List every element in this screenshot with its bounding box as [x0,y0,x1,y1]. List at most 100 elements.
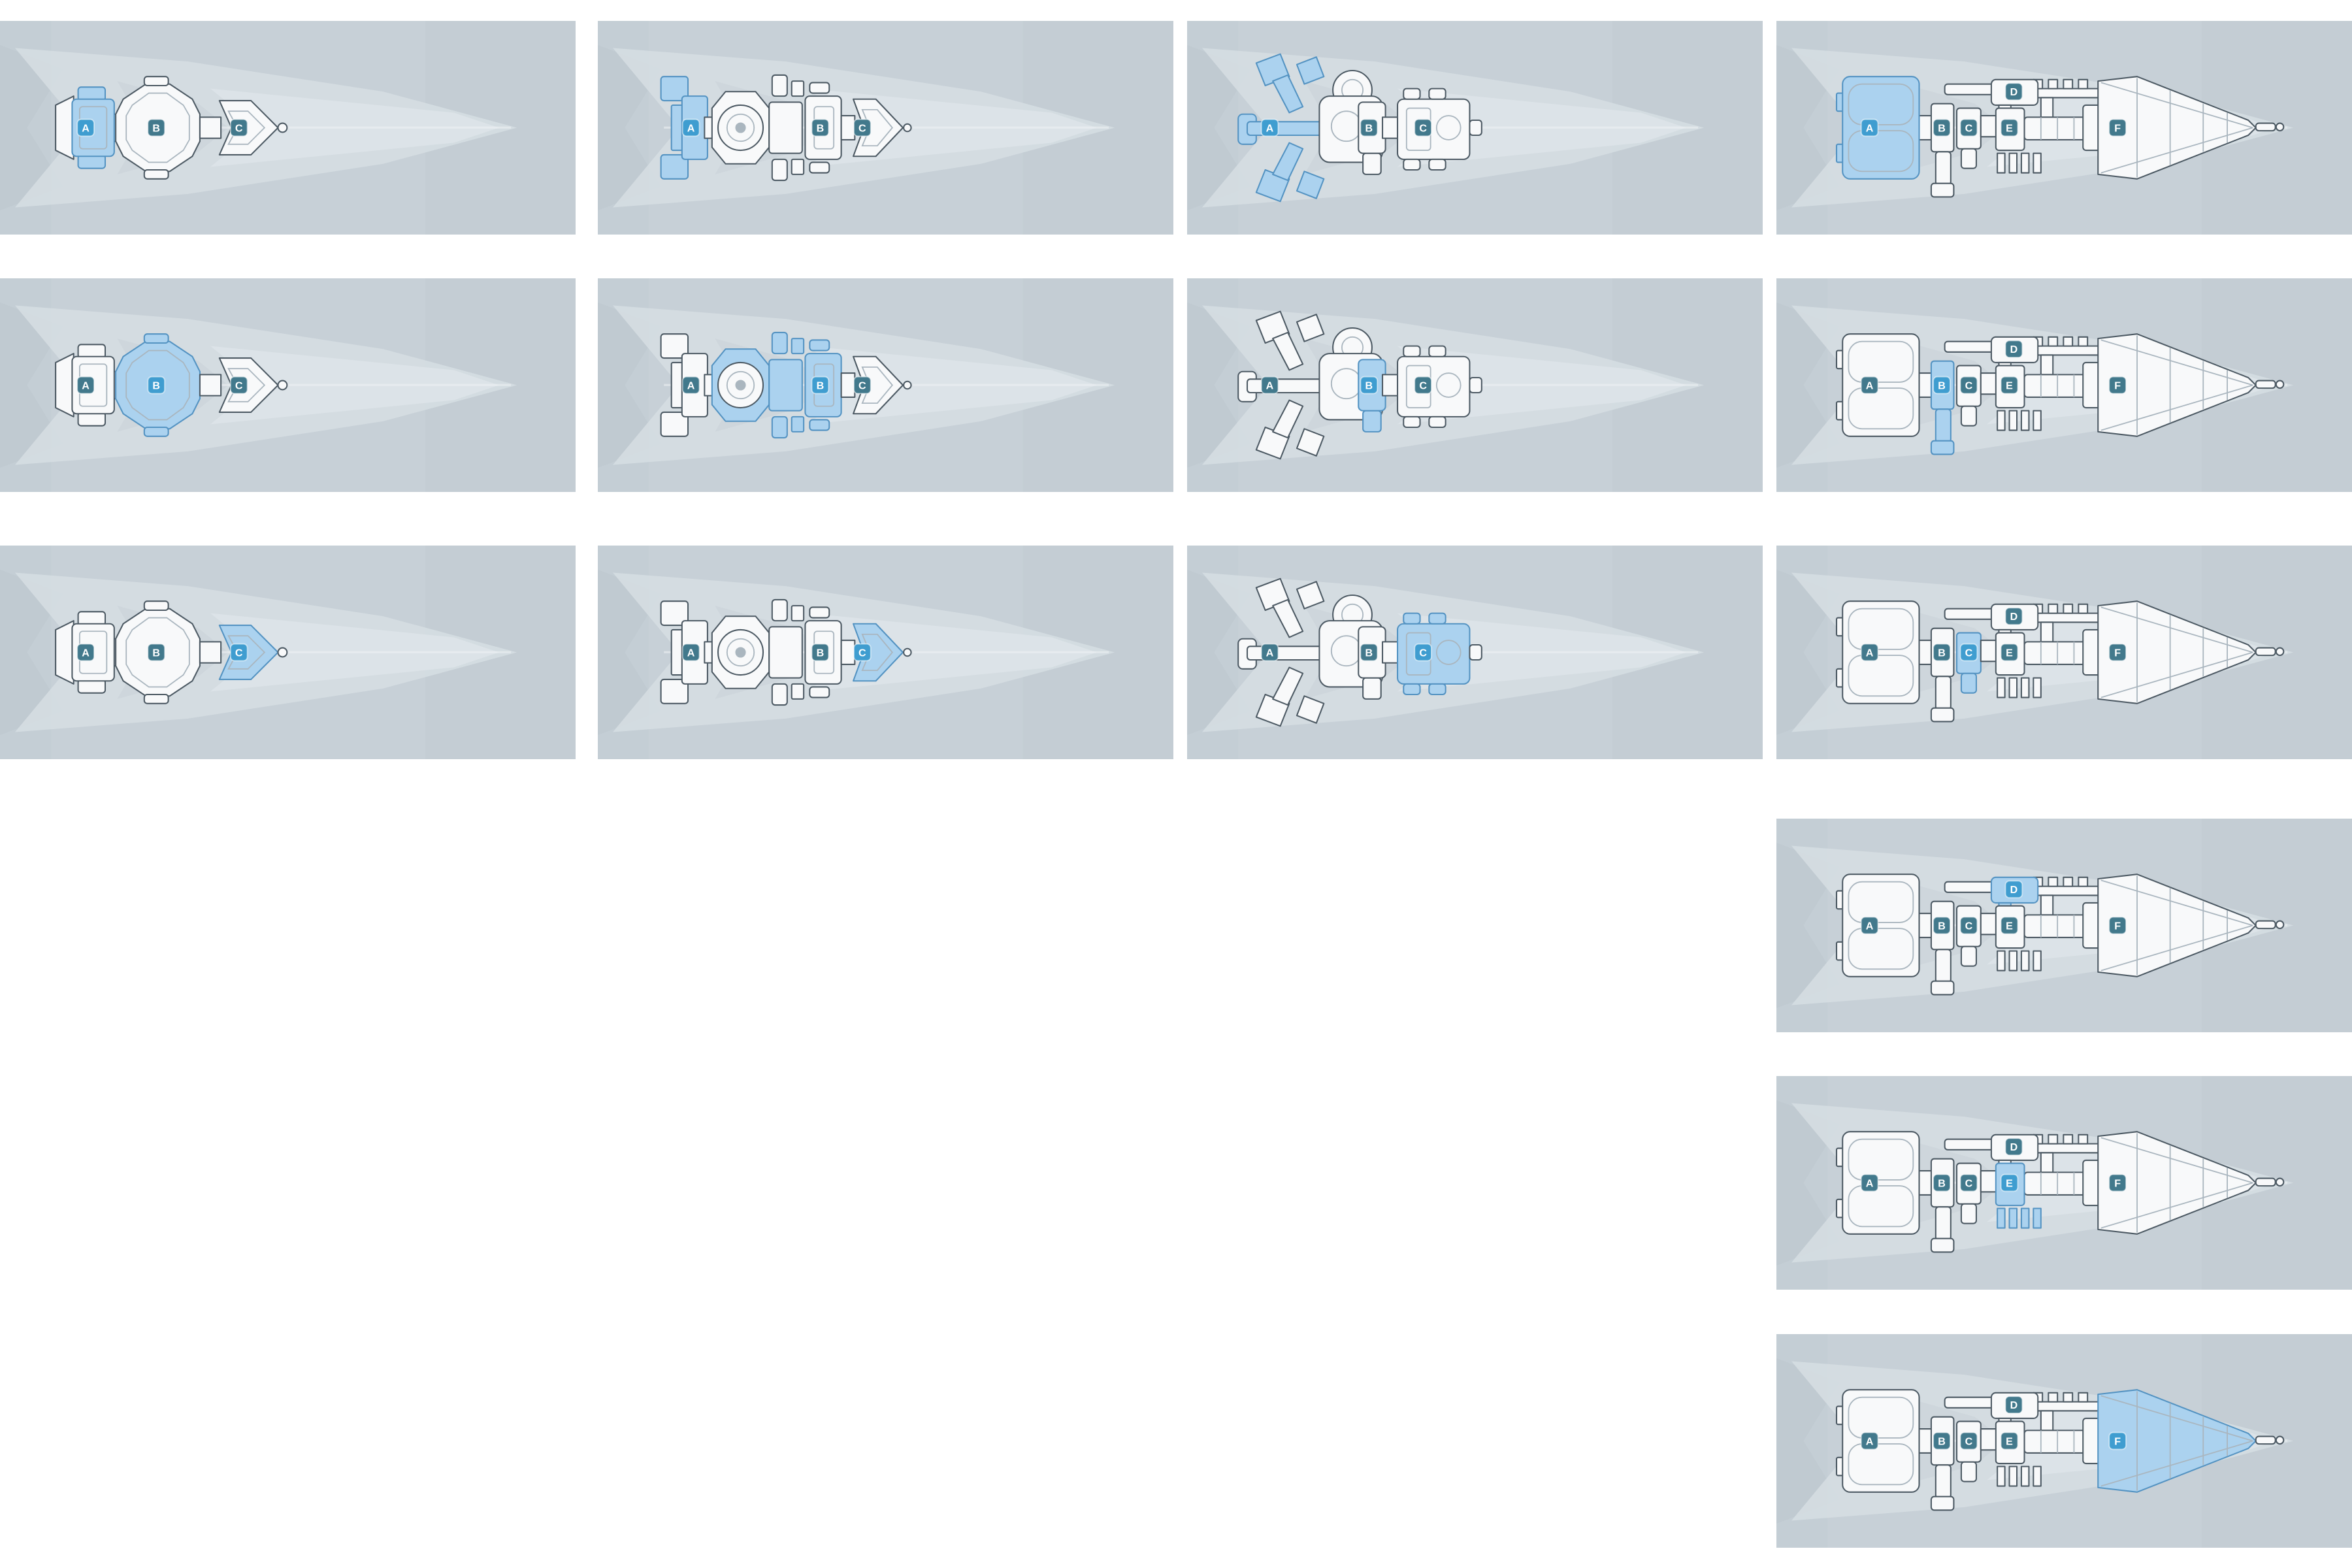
ship-panel-ship2-section-C: A B C [598,546,1173,759]
ship-section-B-highlighted [768,359,803,412]
ship-section-C-highlighted [1403,612,1421,625]
section-badge-C: C [1959,1173,1978,1192]
section-badge-letter: A [1866,122,1874,134]
section-badge-F: F [2108,118,2127,137]
section-badge-letter: A [1266,122,1274,134]
ship-section-B [771,158,788,182]
section-badge-C: C [1959,1431,1978,1450]
section-badge-letter: C [858,122,866,134]
section-badge-A: A [681,643,700,662]
section-badge-letter: C [858,380,866,391]
section-badge-letter: A [687,380,695,391]
ship-section-E [1997,1465,2006,1487]
deck-plan-ship2: A B C [660,598,912,706]
ship-section-E [2033,1465,2042,1487]
ship-section-B-highlighted [791,416,805,433]
section-badge-letter: B [1938,122,1946,134]
ship-section-B [143,693,169,704]
section-badge-letter: B [1938,647,1946,659]
ship-section-B [1930,707,1955,723]
ship-section-B [791,158,805,175]
section-badge-E: E [2000,118,2019,137]
section-badge-B: B [1360,118,1379,137]
section-badge-F: F [2108,643,2127,662]
section-badge-F: F [2108,1173,2127,1192]
section-badge-A: A [1860,916,1879,935]
section-badge-E: E [2000,643,2019,662]
section-badge-B: B [1933,118,1951,137]
section-badge-letter: A [82,380,90,391]
ship-section-A [1296,581,1325,610]
section-badge-C: C [1959,376,1978,395]
ship-section-A [1272,666,1304,706]
ship-section-B [768,626,803,679]
ship-section-A [1296,428,1325,457]
ship-section-B [791,605,805,622]
section-badge-E: E [2000,916,2019,935]
ship-section-B [1930,1237,1955,1253]
section-badge-C: C [229,643,248,662]
section-badge-letter: C [1419,380,1427,391]
deck-plan-image: A B C [1187,21,1763,235]
section-badge-B: B [147,118,166,137]
ship-section-E [2020,152,2030,174]
section-badge-letter: C [1965,647,1973,659]
ship-section-B-highlighted [809,419,830,431]
ship-section-A [660,333,689,359]
section-badge-A: A [76,118,95,137]
section-badge-C: C [1414,118,1432,137]
section-badge-D: D [2004,1137,2023,1156]
ship-section-B-highlighted [771,416,788,439]
section-badge-B: B [147,376,166,395]
section-badge-letter: C [1965,920,1973,932]
section-badge-B: B [1933,1431,1951,1450]
ship-section-A [1246,645,1326,661]
section-badge-D: D [2004,340,2023,359]
section-badge-letter: E [2006,1177,2013,1189]
ship-section-B [1930,182,1955,198]
ship-section-A [1296,314,1325,342]
ship-section-B [771,598,788,622]
ship-section-A [1272,331,1304,371]
ship-panel-ship1-section-B: A B C [0,278,576,492]
ship-section-B [1935,1464,1952,1499]
ship-section-C-highlighted [1960,672,1977,694]
ship-section-B-highlighted [809,339,830,351]
ship-section-E [2020,1465,2030,1487]
ship-section-A [1272,399,1304,439]
ship-section-A-highlighted [1272,142,1304,182]
section-badge-letter: A [1866,380,1874,391]
section-badge-letter: C [1965,380,1973,391]
section-badge-letter: B [817,647,825,659]
ship-section-B [791,683,805,700]
section-badge-letter: A [1266,380,1274,391]
ship-section-A-highlighted [1296,56,1325,85]
section-badge-letter: C [858,647,866,659]
ship-section-B [1362,677,1382,700]
section-badge-letter: B [152,647,160,659]
ship-section-E [2033,410,2042,431]
ship-section-B-highlighted [1935,408,1952,444]
section-badge-B: B [1933,1173,1951,1192]
ship-section-E [1997,410,2006,431]
section-badge-B: B [811,643,830,662]
ship-section-C [1403,158,1421,171]
ship-section-B [143,600,169,612]
section-badge-F: F [2108,376,2127,395]
ship-section-E [2020,677,2030,698]
section-badge-C: C [229,376,248,395]
section-badge-C: C [1959,916,1978,935]
section-badge-B: B [1933,643,1951,662]
ship-section-A [660,678,689,704]
